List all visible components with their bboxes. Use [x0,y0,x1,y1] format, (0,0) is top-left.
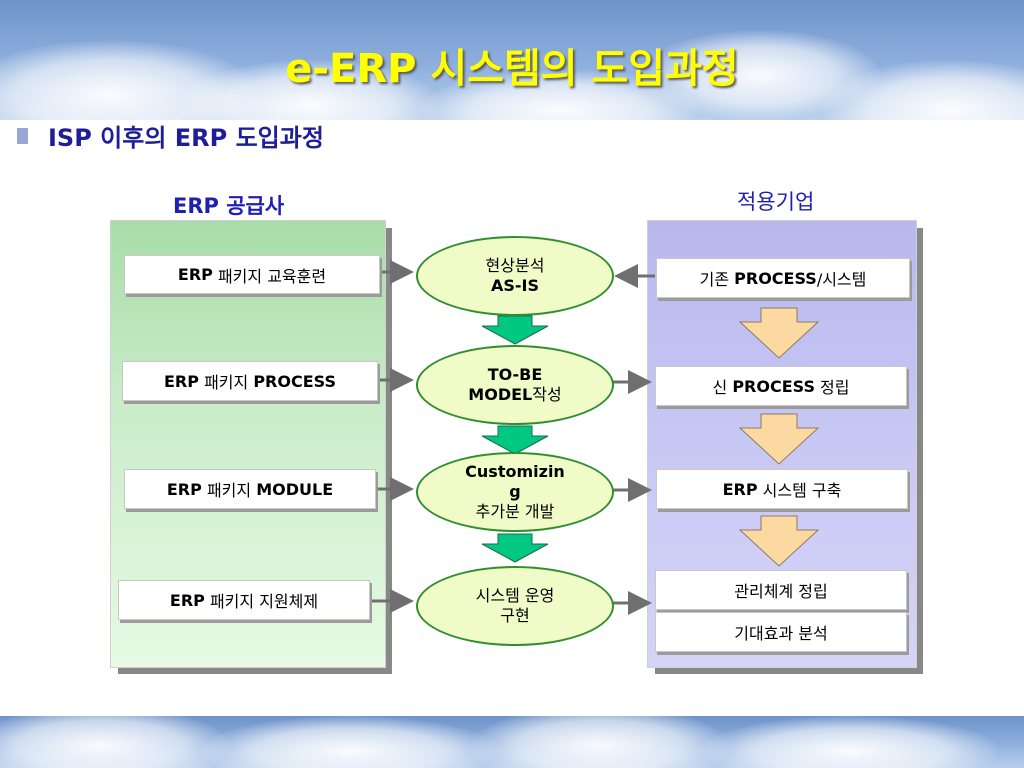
right-box-erp-build: ERP 시스템 구축 [656,469,908,509]
step-customizing: Customizin g 추가분 개발 [416,452,614,532]
right-box-2-text2: 정립 [814,378,850,397]
green-down-arrow-3 [481,533,549,563]
orange-down-arrow-2 [738,413,820,465]
right-box-2-text: 신 [712,378,733,397]
footer-banner [0,716,1024,768]
left-column-header-text: ERP 공급사 [173,194,285,218]
step-2-line2b: 작성 [532,385,562,404]
left-box-4-text: 패키지 지원체제 [204,592,319,611]
right-box-effect-analysis: 기대효과 분석 [655,612,907,652]
header-banner [0,0,1024,120]
left-box-process: ERP 패키지 PROCESS [122,361,378,401]
left-box-3-bold: ERP [166,479,202,499]
step-3-line1: Customizin [465,462,565,481]
subtitle: ISP 이후의 ERP 도입과정 [48,124,324,152]
step-1-line1: 현상분석 [485,256,545,275]
right-box-2-bold: PROCESS [732,376,815,396]
left-box-module: ERP 패키지 MODULE [124,469,376,509]
step-3-line2: 추가분 개발 [475,502,555,521]
left-box-training: ERP 패키지 교육훈련 [124,255,380,294]
step-4-line2: 구현 [500,606,530,625]
left-column-header: ERP 공급사 [173,190,284,220]
step-3-line1b: g [509,482,521,501]
bullet-icon [17,128,28,144]
step-1-line2: AS-IS [490,276,540,295]
left-box-2-bold: ERP [164,371,199,391]
step-2-line2a: MODEL [468,385,533,404]
right-box-3-bold: ERP [722,479,758,499]
left-box-support: ERP 패키지 지원체제 [118,580,370,620]
left-box-3-bold2: MODULE [256,479,334,499]
green-down-arrow-2 [481,425,549,455]
left-box-1-text: 패키지 교육훈련 [212,266,327,286]
right-box-1-text: 기존 [699,270,735,289]
orange-down-arrow-3 [738,515,820,567]
page-title: e-ERP 시스템의 도입과정 [285,46,739,92]
right-box-1-text2: /시스템 [816,270,867,289]
right-box-1-bold: PROCESS [734,268,817,288]
step-to-be: TO-BE MODEL작성 [416,345,614,425]
right-box-5-text: 기대효과 분석 [734,624,828,643]
step-as-is: 현상분석 AS-IS [416,236,614,316]
step-4-line1: 시스템 운영 [475,586,555,605]
left-box-3-text: 패키지 [201,481,257,500]
left-box-1-bold: ERP [177,265,213,284]
right-column-header: 적용기업 [737,190,815,214]
right-box-3-text2: 시스템 구축 [757,481,842,500]
step-operation: 시스템 운영 구현 [416,566,614,646]
left-box-4-bold: ERP [169,590,205,610]
green-down-arrow-1 [481,315,549,345]
left-box-2-bold2: PROCESS [253,371,336,391]
orange-down-arrow-1 [738,307,820,359]
right-box-new-process: 신 PROCESS 정립 [655,366,907,406]
right-box-management: 관리체계 정립 [655,570,907,610]
step-2-line1: TO-BE [487,365,543,384]
right-box-existing-process: 기존 PROCESS/시스템 [656,258,910,298]
left-box-2-text: 패키지 [198,373,254,392]
right-box-4-text: 관리체계 정립 [734,582,828,601]
